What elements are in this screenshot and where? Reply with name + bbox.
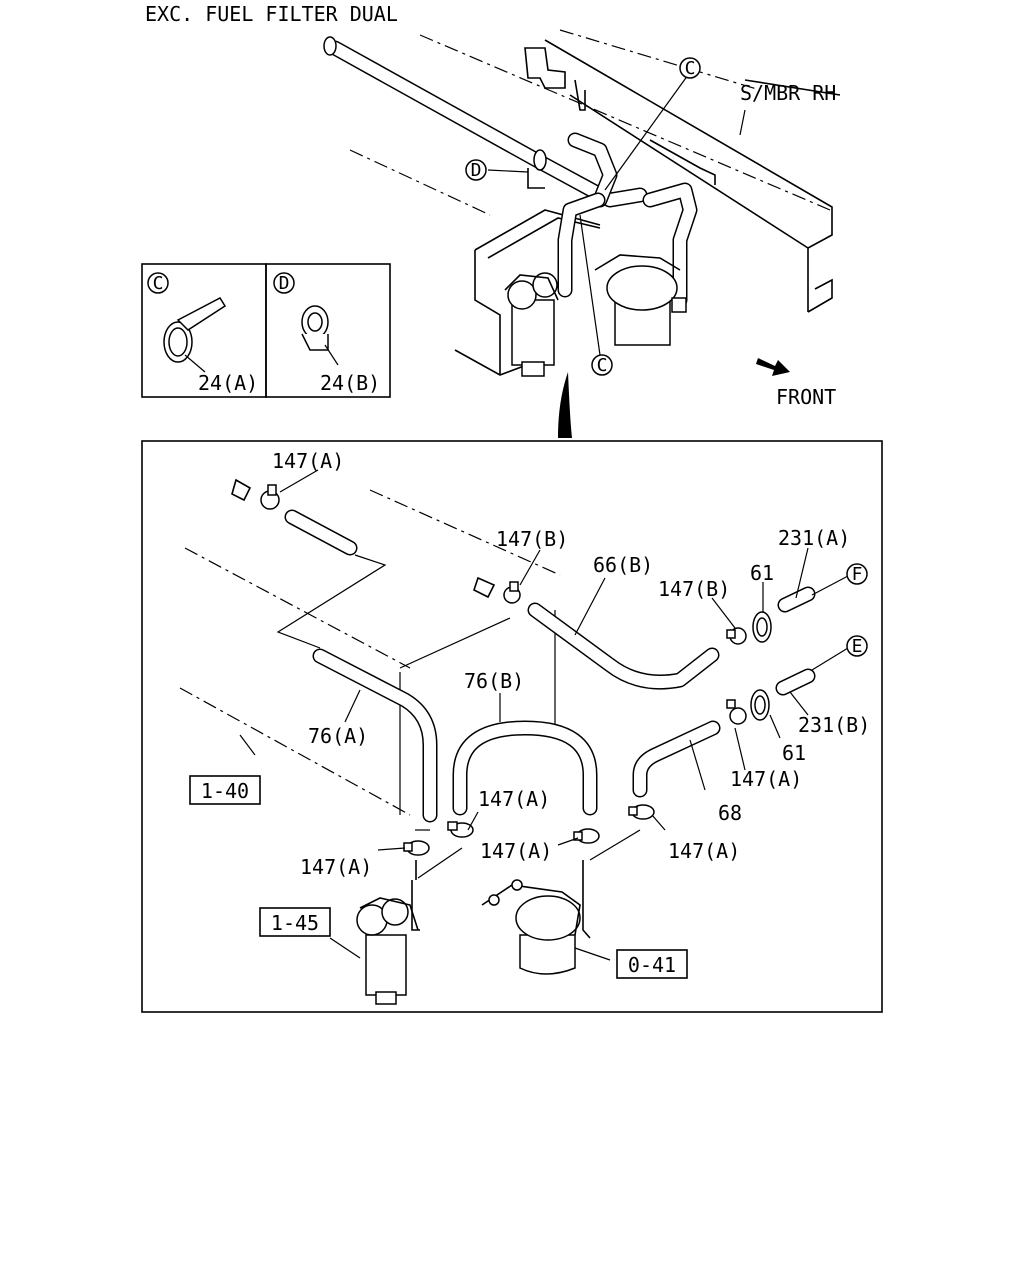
svg-text:E: E [852, 636, 863, 657]
clamp-147a-mid [573, 828, 600, 844]
clamp-147a-right [628, 804, 655, 820]
front-arrow-icon [756, 358, 790, 376]
svg-text:C: C [597, 355, 608, 376]
diagram-title: EXC. FUEL FILTER DUAL [145, 2, 398, 26]
label-61-top: 61 [750, 561, 774, 585]
label-231b: 231(B) [798, 713, 870, 737]
label-68: 68 [718, 801, 742, 825]
label-66b: 66(B) [593, 553, 653, 577]
clamp-147a-center [447, 821, 474, 838]
ref-box-0-41: 0-41 [616, 949, 688, 979]
clamp-147a-lower-right [726, 699, 747, 725]
exploded-view-frame [141, 440, 883, 1013]
svg-text:0-41: 0-41 [628, 953, 676, 977]
bracket-upper [524, 47, 586, 111]
svg-text:1-45: 1-45 [271, 911, 319, 935]
label-147a-mid: 147(A) [480, 839, 552, 863]
detail-c-part: 24(A) [198, 371, 258, 395]
label-76b: 76(B) [464, 669, 524, 693]
view-arrow [558, 372, 572, 438]
detail-box-d: D 24(B) [265, 263, 391, 398]
top-assembly-view [323, 29, 841, 438]
detail-box-c: C 24(A) [141, 263, 267, 398]
label-147a-top: 147(A) [272, 449, 344, 473]
hose-clip-icon [301, 305, 329, 351]
svg-text:D: D [471, 160, 482, 181]
label-147a-right: 147(A) [668, 839, 740, 863]
fuel-filter-right [594, 254, 687, 346]
callout-d-top: D [465, 159, 487, 181]
callout-c-top: C [679, 57, 701, 79]
detail-d-letter: D [279, 273, 290, 294]
ref-box-1-40: 1-40 [189, 775, 261, 805]
cable-tie-icon [163, 297, 227, 363]
detail-d-part: 24(B) [320, 371, 380, 395]
label-231a: 231(A) [778, 526, 850, 550]
detail-c-letter: C [153, 273, 164, 294]
label-147a-left: 147(A) [300, 855, 372, 879]
label-61-bottom: 61 [782, 741, 806, 765]
connector-f: F [846, 563, 868, 585]
fuel-filter-0-41 [481, 860, 591, 975]
svg-text:1-40: 1-40 [201, 779, 249, 803]
label-147a-lower: 147(A) [730, 767, 802, 791]
upper-fuel-hose [327, 40, 698, 308]
clamp-147a-top [260, 484, 280, 510]
clamp-147b-mid [503, 581, 521, 604]
label-147b-mid: 147(B) [496, 527, 568, 551]
hose-clamp-61-bottom [750, 689, 770, 721]
svg-text:F: F [852, 564, 863, 585]
side-member-rh [544, 39, 833, 313]
label-76a: 76(A) [308, 724, 368, 748]
connector-e: E [846, 635, 868, 657]
side-member-label: S/MBR RH [740, 81, 836, 105]
svg-text:C: C [685, 58, 696, 79]
fuel-filter-left [504, 272, 559, 377]
front-label: FRONT [776, 385, 836, 409]
exploded-view-drawing [179, 469, 849, 1005]
ref-box-1-45: 1-45 [259, 907, 331, 937]
hose-clamps-top [323, 36, 547, 189]
callout-c-bottom: C [591, 354, 613, 376]
hose-clamp-61-top [752, 611, 772, 643]
label-147a-center: 147(A) [478, 787, 550, 811]
clamp-147b-right [726, 627, 747, 645]
fuel-filter-1-45 [356, 860, 420, 1005]
label-147b-right: 147(B) [658, 577, 730, 601]
clamp-147a-left [403, 840, 430, 856]
